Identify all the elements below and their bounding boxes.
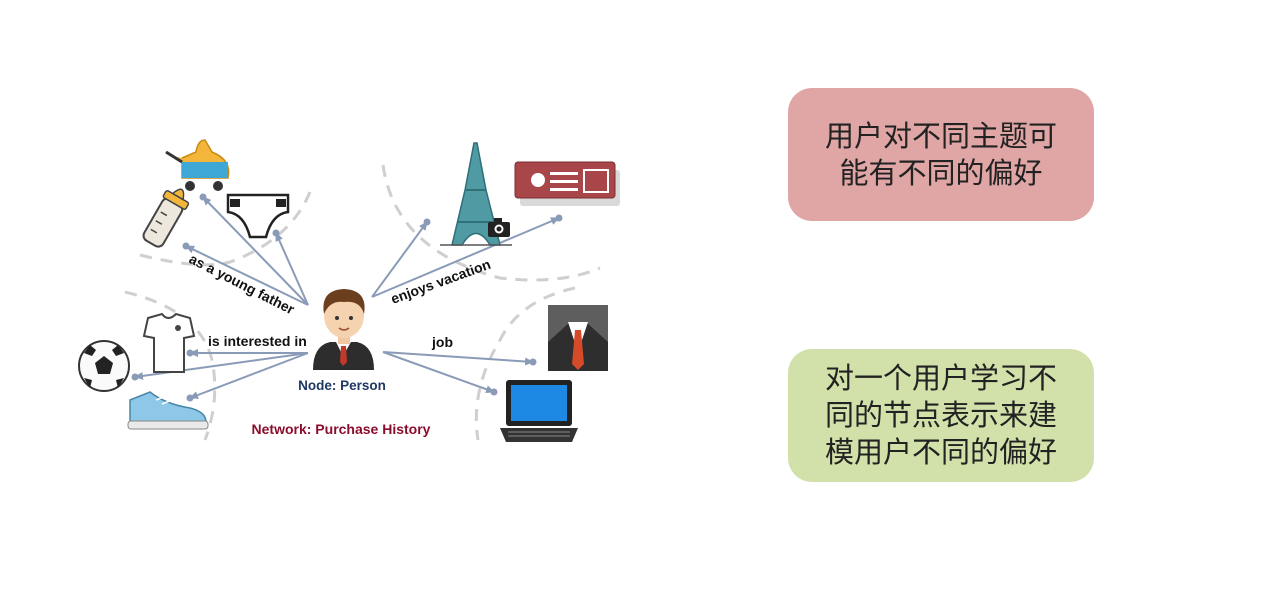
edge-to-bottle [185,245,309,306]
boundary-interest [124,290,217,441]
boundary-father [139,191,312,267]
edge-to-sneaker [189,352,309,399]
edge-to-diaper [275,232,309,306]
callout-node-representation-text: 对一个用户学习不 同的节点表示来建 模用户不同的偏好 [824,361,1057,469]
laptop-icon [500,380,578,442]
baby-bottle-icon [142,188,190,248]
suit-icon [548,305,608,371]
callout-topic-preference-text: 用户对不同主题可 能有不同的偏好 [824,118,1057,190]
edges [134,196,560,399]
boundary-job [474,286,576,441]
boundary-vacation [381,164,601,282]
purchase-history-diagram: as a young father is interested in enjoy… [78,139,620,442]
soccer-ball-icon [78,340,130,392]
edge-label-job: job [431,334,453,350]
t-shirt-icon [142,312,196,373]
edge-to-ticket [371,217,560,298]
camera-icon [488,218,510,237]
edge-to-laptop [382,351,495,394]
person-avatar-icon [313,289,374,370]
edge-to-tower [371,221,428,298]
edge-label-vacation: enjoys vacation [389,256,493,307]
callout-topic-preference: 用户对不同主题可 能有不同的偏好 [788,88,1094,221]
network-label: Network: Purchase History [252,421,431,437]
callout-node-representation: 对一个用户学习不 同的节点表示来建 模用户不同的偏好 [788,349,1094,482]
diaper-icon [226,193,290,239]
edge-label-interested-in: is interested in [208,333,307,349]
stroller-icon [165,139,230,191]
node-label: Node: Person [298,378,386,393]
edge-to-stroller [202,196,309,306]
edge-label-young-father: as a young father [187,250,298,317]
sneaker-icon [127,391,209,430]
edge-endpoints [131,193,563,402]
cluster-boundaries [124,164,601,441]
ticket-icon [514,161,620,206]
edge-to-suit [382,351,534,366]
